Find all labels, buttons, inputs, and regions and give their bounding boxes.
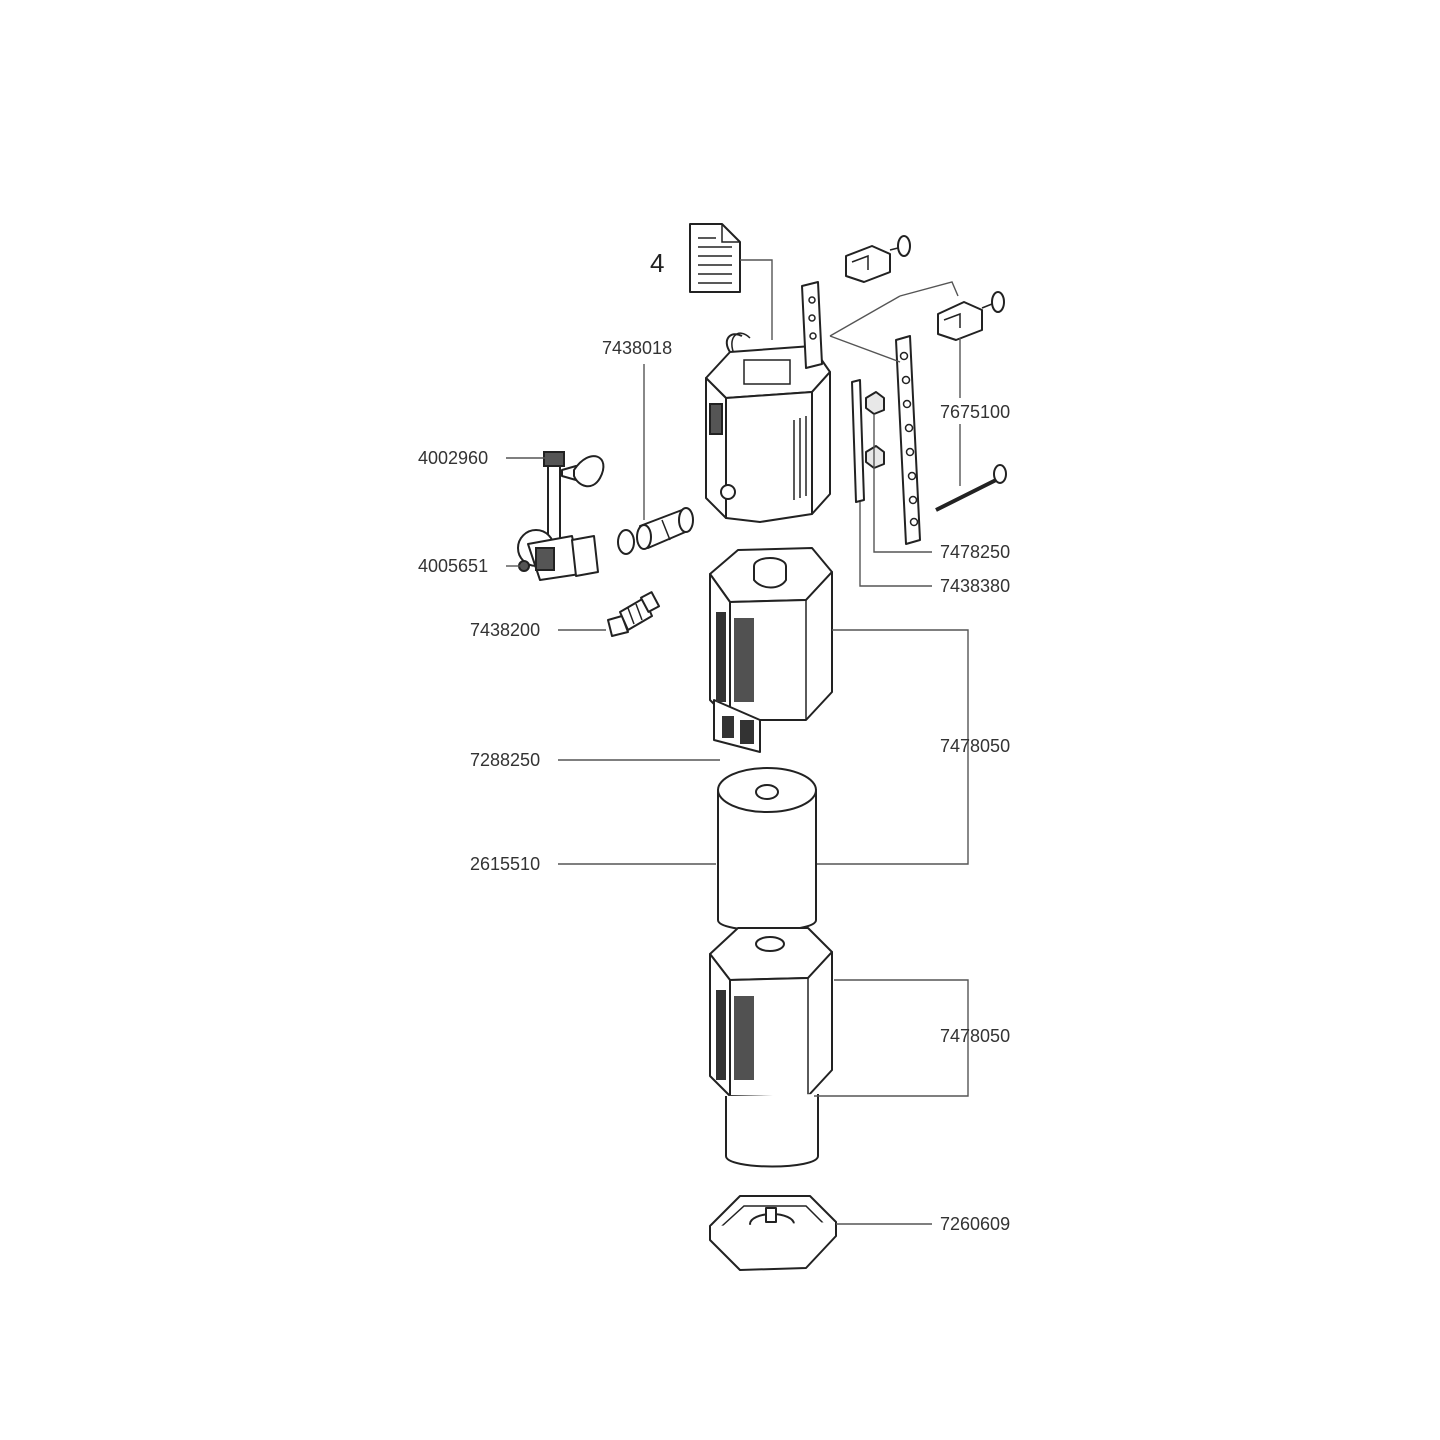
suction-nuts xyxy=(865,391,885,469)
clamp-lower xyxy=(937,291,1005,341)
leader-rail-clamp-b xyxy=(829,335,901,363)
filter-housing-upper-slots xyxy=(716,612,754,744)
filter-housing-lower xyxy=(709,927,833,1168)
label-7260609: 7260609 xyxy=(940,1214,1011,1234)
label-7288250: 7288250 xyxy=(470,750,541,770)
motor-head xyxy=(705,332,831,523)
clamp-upper xyxy=(845,235,911,283)
label-7438380: 7438380 xyxy=(940,576,1011,596)
motor-vent-slots xyxy=(793,416,807,500)
mounting-rail-right xyxy=(895,335,921,545)
label-7675100: 7675100 xyxy=(940,402,1011,422)
leader-7478050-lower xyxy=(814,979,969,1097)
label-7438018: 7438018 xyxy=(602,338,673,358)
label-7478050-upper: 7478050 xyxy=(940,736,1011,756)
mounting-rail-left xyxy=(801,281,823,369)
screw xyxy=(935,464,1007,512)
holder-plate xyxy=(851,379,865,503)
leader-7478050-upper xyxy=(814,629,969,865)
document-number-label: 4 xyxy=(650,248,665,278)
filter-housing-lower-slots xyxy=(716,990,754,1080)
outlet-connector xyxy=(617,507,694,555)
leader-clamp-top xyxy=(899,281,959,297)
label-7478050-lower: 7478050 xyxy=(940,1026,1011,1046)
leader-rail-clamp-a xyxy=(829,295,901,337)
leader-7478250 xyxy=(873,414,932,553)
foam-cartridge xyxy=(717,767,817,932)
filter-base xyxy=(709,1195,837,1271)
label-7438200: 7438200 xyxy=(470,620,541,640)
label-2615510: 2615510 xyxy=(470,854,541,874)
leader-7438380 xyxy=(859,502,932,587)
leader-document xyxy=(740,259,773,340)
label-4005651: 4005651 xyxy=(418,556,489,576)
label-4002960: 4002960 xyxy=(418,448,489,468)
document-icon xyxy=(689,223,741,293)
air-valve-assembly xyxy=(517,451,605,581)
nozzle xyxy=(607,591,661,637)
label-7478250: 7478250 xyxy=(940,542,1011,562)
